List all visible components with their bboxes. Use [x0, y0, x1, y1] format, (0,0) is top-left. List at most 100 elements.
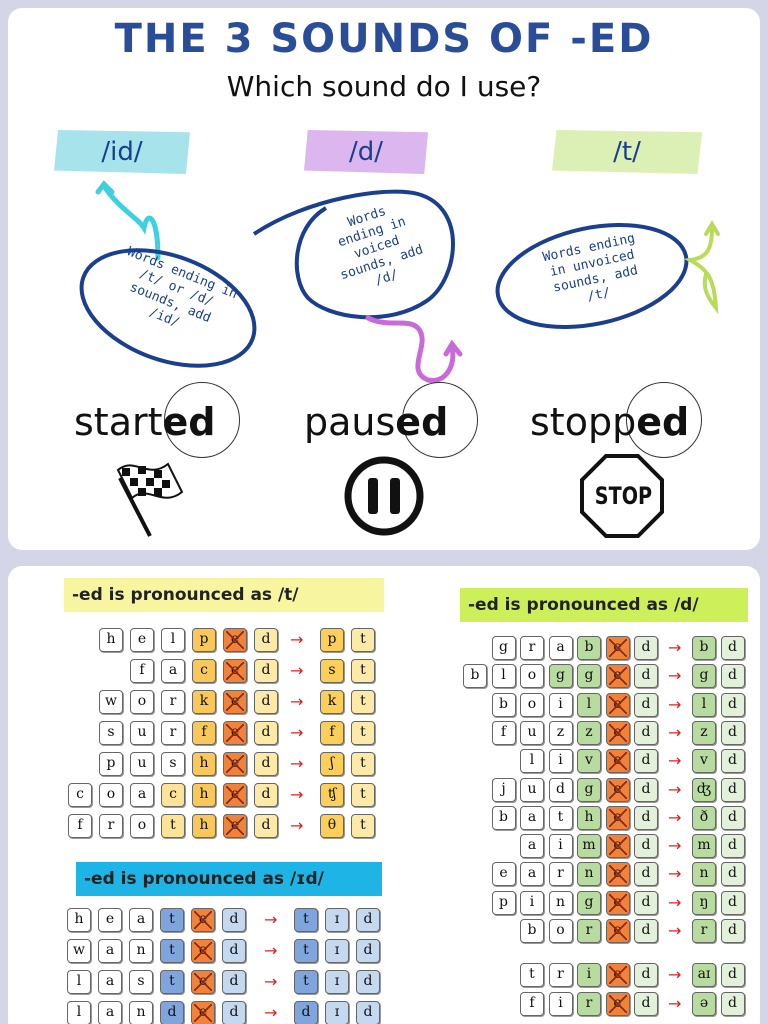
- letter-cell: e: [191, 908, 215, 932]
- letter-cell: a: [520, 862, 544, 887]
- result-cell: l: [692, 692, 716, 717]
- result-cell: d: [720, 664, 745, 689]
- arrow-icon: →: [668, 666, 682, 686]
- letter-cell: i: [548, 991, 573, 1016]
- result-cell: t: [351, 721, 375, 745]
- letter-cell: c: [68, 783, 92, 807]
- letter-cell: d: [254, 752, 278, 776]
- result-cell: r: [692, 919, 716, 943]
- pause-icon: [344, 456, 424, 536]
- word-ending: ed: [162, 400, 216, 444]
- result-cell: d: [720, 834, 745, 859]
- letter-cell: g: [577, 777, 601, 802]
- example-word-paused: paused: [304, 400, 448, 444]
- letter-cell: r: [99, 814, 123, 838]
- arrow-icon: →: [264, 910, 278, 929]
- ending-circle: [626, 382, 702, 458]
- letter-cell: t: [548, 805, 573, 830]
- result-cell: ð: [692, 805, 716, 830]
- letter-cell: h: [99, 628, 123, 652]
- arrow-icon: →: [668, 864, 682, 884]
- letter-cell: r: [161, 721, 185, 745]
- letter-cell: l: [520, 749, 544, 774]
- result-cell: d: [720, 636, 745, 660]
- letter-cell: d: [634, 834, 658, 859]
- result-cell: d: [720, 777, 745, 802]
- result-cell: n: [692, 862, 716, 887]
- letter-cell: t: [160, 970, 184, 994]
- letter-cell: e: [605, 805, 630, 830]
- letter-cell: z: [577, 720, 601, 745]
- letter-cell: d: [634, 919, 658, 943]
- letter-cell: d: [634, 777, 658, 802]
- letter-cell: e: [130, 628, 154, 652]
- letter-cell: d: [254, 690, 278, 714]
- letter-cell: g: [577, 664, 601, 689]
- letter-cell: r: [577, 919, 601, 943]
- result-cell: d: [720, 890, 745, 915]
- letter-cell: i: [548, 834, 573, 859]
- result-cell: s: [320, 659, 344, 683]
- letter-cell: e: [605, 963, 630, 988]
- arrow-icon: →: [668, 807, 682, 827]
- result-cell: m: [692, 834, 716, 859]
- page-subtitle: Which sound do I use?: [226, 70, 542, 103]
- stop-sign-icon: [580, 454, 664, 538]
- page-title: THE 3 SOUNDS OF -ED: [114, 16, 654, 62]
- letter-cell: c: [161, 783, 185, 807]
- letter-cell: r: [548, 862, 573, 887]
- letter-cell: e: [223, 814, 247, 838]
- letter-cell: e: [605, 862, 630, 887]
- letter-cell: d: [160, 1001, 184, 1024]
- letter-cell: f: [491, 720, 516, 745]
- letter-cell: l: [67, 1001, 91, 1024]
- letter-cell: e: [98, 908, 122, 932]
- letter-cell: a: [129, 908, 153, 932]
- section-heading-id: -ed is pronounced as /ɪd/: [76, 862, 382, 896]
- letter-cell: f: [130, 659, 154, 683]
- arrow-icon: →: [668, 638, 682, 657]
- letter-cell: e: [605, 636, 630, 660]
- letter-cell: u: [130, 721, 154, 745]
- section-heading-t: -ed is pronounced as /t/: [64, 578, 384, 612]
- result-cell: ʧ: [320, 783, 344, 807]
- arrow-icon: →: [668, 694, 682, 714]
- doodle-layer: [79, 180, 720, 538]
- letter-cell: e: [491, 862, 516, 887]
- result-cell: d: [720, 692, 745, 717]
- letter-cell: d: [222, 908, 246, 932]
- arrow-icon: →: [668, 751, 682, 771]
- letter-cell: a: [98, 939, 122, 963]
- cyan-squiggle-icon: [95, 180, 161, 261]
- letter-cell: n: [129, 1001, 153, 1024]
- letter-cell: d: [634, 963, 658, 988]
- result-cell: ɪ: [325, 1001, 349, 1024]
- letter-cell: e: [605, 749, 630, 774]
- letter-cell: o: [520, 692, 544, 717]
- letter-cell: r: [548, 963, 573, 988]
- letter-cell: d: [222, 1001, 246, 1024]
- pronunciation-card: -ed is pronounced as /t/ -ed is pronounc…: [8, 566, 760, 1024]
- letter-cell: b: [577, 636, 601, 660]
- result-cell: d: [294, 1001, 318, 1024]
- arrow-icon: →: [668, 892, 682, 912]
- checkered-flag-icon: [116, 462, 184, 537]
- letter-cell: i: [548, 749, 573, 774]
- letter-cell: e: [223, 752, 247, 776]
- word-stem: stopp: [530, 400, 637, 444]
- letter-cell: k: [192, 690, 216, 714]
- letter-cell: a: [161, 659, 185, 683]
- example-word-stopped: stopped: [530, 400, 689, 444]
- arrow-icon: →: [264, 972, 278, 991]
- arrow-icon: →: [290, 816, 304, 835]
- letter-cell: h: [577, 805, 601, 830]
- result-cell: g: [692, 664, 716, 689]
- arrow-icon: →: [290, 723, 304, 742]
- arrow-icon: →: [290, 754, 304, 773]
- letter-cell: u: [520, 777, 544, 802]
- arrow-icon: →: [668, 921, 682, 940]
- result-cell: b: [692, 636, 716, 660]
- letter-cell: h: [192, 783, 216, 807]
- letter-cell: s: [161, 752, 185, 776]
- letter-cell: b: [491, 805, 516, 830]
